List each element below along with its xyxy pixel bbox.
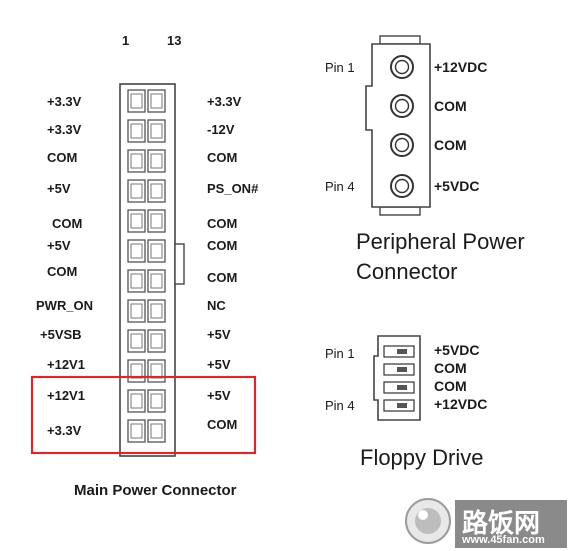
peripheral-title-line1: Peripheral Power <box>356 229 525 254</box>
floppy-pin4-label: Pin 4 <box>325 398 355 413</box>
peripheral-pin-value: COM <box>434 98 467 114</box>
main-right-label: COM <box>207 270 238 285</box>
main-pin-slot <box>147 89 166 113</box>
main-left-label: +5V <box>47 181 71 196</box>
main-right-label: PS_ON# <box>207 181 259 196</box>
main-right-label: +3.3V <box>207 94 242 109</box>
main-pin-slot <box>147 419 166 443</box>
peripheral-pin-value: +5VDC <box>434 178 480 194</box>
main-pin-slot-inner <box>150 213 163 229</box>
peripheral-pin1-label: Pin 1 <box>325 60 355 75</box>
main-pin-slot-inner <box>130 93 143 109</box>
main-pin-slot-inner <box>130 423 143 439</box>
main-col-number-1: 1 <box>122 33 130 48</box>
main-right-label: COM <box>207 417 238 432</box>
main-left-label: COM <box>52 216 83 231</box>
main-pin-slot <box>147 149 166 173</box>
main-pin-slot-inner <box>150 123 163 139</box>
main-pin-slot <box>147 179 166 203</box>
main-connector-body <box>119 83 185 457</box>
main-col-number-13: 13 <box>167 33 182 48</box>
main-right-label: -12V <box>207 122 235 137</box>
main-left-label: +12V1 <box>47 388 85 403</box>
main-left-label: COM <box>47 264 78 279</box>
main-pin-slot-inner <box>150 333 163 349</box>
main-pin-slot <box>147 329 166 353</box>
floppy-title: Floppy Drive <box>360 445 484 470</box>
floppy-pin-value: +5VDC <box>434 342 480 358</box>
main-pin-slot-inner <box>130 393 143 409</box>
main-pin-slot-inner <box>150 243 163 259</box>
peripheral-connector <box>365 35 431 216</box>
main-pin-slot <box>147 299 166 323</box>
main-pin-slot <box>127 209 146 233</box>
main-right-label: +5V <box>207 357 231 372</box>
main-pin-slot <box>147 269 166 293</box>
main-left-label: +3.3V <box>47 94 82 109</box>
peripheral-pin4-label: Pin 4 <box>325 179 355 194</box>
main-pin-slot-inner <box>130 273 143 289</box>
main-pin-slot <box>127 149 146 173</box>
main-left-label: +12V1 <box>47 357 85 372</box>
main-pin-slot <box>127 239 146 263</box>
main-pin-slot-inner <box>130 243 143 259</box>
floppy-pin-value: COM <box>434 360 467 376</box>
main-pin-slot-inner <box>150 423 163 439</box>
main-pin-slot-inner <box>130 123 143 139</box>
main-pin-slot <box>147 239 166 263</box>
floppy-pin-value: COM <box>434 378 467 394</box>
peripheral-pin-2 <box>390 94 414 118</box>
main-pin-slot-inner <box>150 273 163 289</box>
main-pin-slot <box>127 419 146 443</box>
main-right-label: +5V <box>207 327 231 342</box>
main-pin-slot-inner <box>150 303 163 319</box>
main-pin-slot-inner <box>130 303 143 319</box>
peripheral-pin-4 <box>390 174 414 198</box>
peripheral-pin-1 <box>390 55 414 79</box>
main-pin-slot <box>127 299 146 323</box>
main-pin-slot-inner <box>150 93 163 109</box>
floppy-pin-value: +12VDC <box>434 396 488 412</box>
main-left-label: PWR_ON <box>36 298 94 313</box>
watermark-brand: 路饭网 <box>462 508 541 538</box>
main-right-label: COM <box>207 216 238 231</box>
main-pin-slot-inner <box>150 183 163 199</box>
main-pin-slot <box>127 329 146 353</box>
main-left-label: +5VSB <box>40 327 82 342</box>
main-left-label: COM <box>47 150 78 165</box>
main-left-label: +3.3V <box>47 122 82 137</box>
watermark-logo <box>405 498 567 548</box>
main-pin-slot <box>147 209 166 233</box>
main-right-label: +5V <box>207 388 231 403</box>
highlight-box <box>30 375 257 455</box>
main-pin-slot <box>127 179 146 203</box>
main-right-label: COM <box>207 238 238 253</box>
main-pin-slot-inner <box>130 213 143 229</box>
main-right-label: NC <box>207 298 226 313</box>
main-pin-slot-inner <box>150 393 163 409</box>
main-pin-slot <box>127 119 146 143</box>
main-pin-slot <box>127 269 146 293</box>
main-pin-slot <box>127 89 146 113</box>
main-pin-slot-inner <box>130 153 143 169</box>
main-left-label: +3.3V <box>47 423 82 438</box>
floppy-pin1-label: Pin 1 <box>325 346 355 361</box>
main-pin-slot-inner <box>150 153 163 169</box>
main-left-label: +5V <box>47 238 71 253</box>
main-right-label: COM <box>207 150 238 165</box>
main-pin-slot <box>127 389 146 413</box>
main-pin-slot <box>147 119 166 143</box>
main-pin-slot <box>147 389 166 413</box>
main-pin-slot-inner <box>130 183 143 199</box>
peripheral-title-line2: Connector <box>356 259 458 284</box>
peripheral-pin-3 <box>390 133 414 157</box>
floppy-connector <box>373 335 421 421</box>
watermark-url: www.45fan.com <box>462 534 545 546</box>
peripheral-pin-value: COM <box>434 137 467 153</box>
main-pin-slot-inner <box>130 333 143 349</box>
main-connector-title: Main Power Connector <box>74 482 237 499</box>
peripheral-pin-value: +12VDC <box>434 59 488 75</box>
